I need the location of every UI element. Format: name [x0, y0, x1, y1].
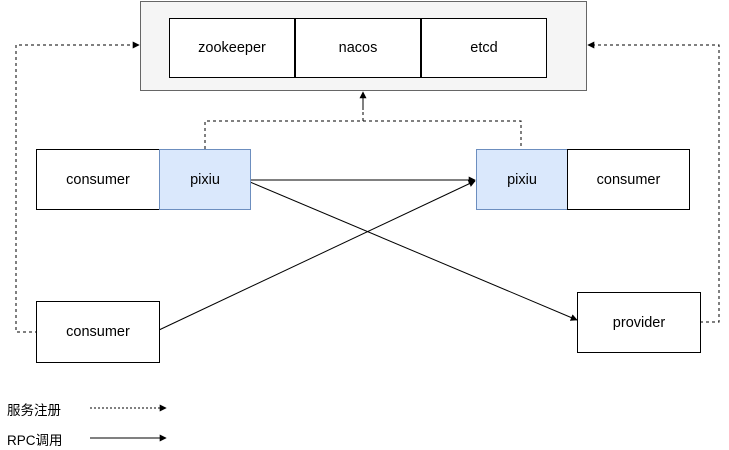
legend-register: 服务注册 — [7, 399, 61, 419]
pixiu-right: pixiu — [476, 149, 568, 210]
consumer-right-top: consumer — [567, 149, 690, 210]
consumer-left-top: consumer — [36, 149, 160, 210]
registry-etcd: etcd — [421, 18, 547, 78]
provider: provider — [577, 292, 701, 353]
pixiu-left: pixiu — [159, 149, 251, 210]
register-line-right — [587, 41, 720, 323]
registry-container: zookeeper nacos etcd — [140, 1, 587, 91]
legend-register-label: 服务注册 — [7, 403, 61, 418]
legend-rpc-label: RPC调用 — [7, 433, 63, 448]
registry-nacos: nacos — [295, 18, 421, 78]
consumer-left-bottom: consumer — [36, 301, 160, 363]
rpc-line-consumer-to-pixiu — [158, 180, 476, 331]
legend-rpc: RPC调用 — [7, 429, 63, 449]
rpc-line-pixiu-to-provider — [249, 181, 578, 321]
registry-zookeeper: zookeeper — [169, 18, 295, 78]
